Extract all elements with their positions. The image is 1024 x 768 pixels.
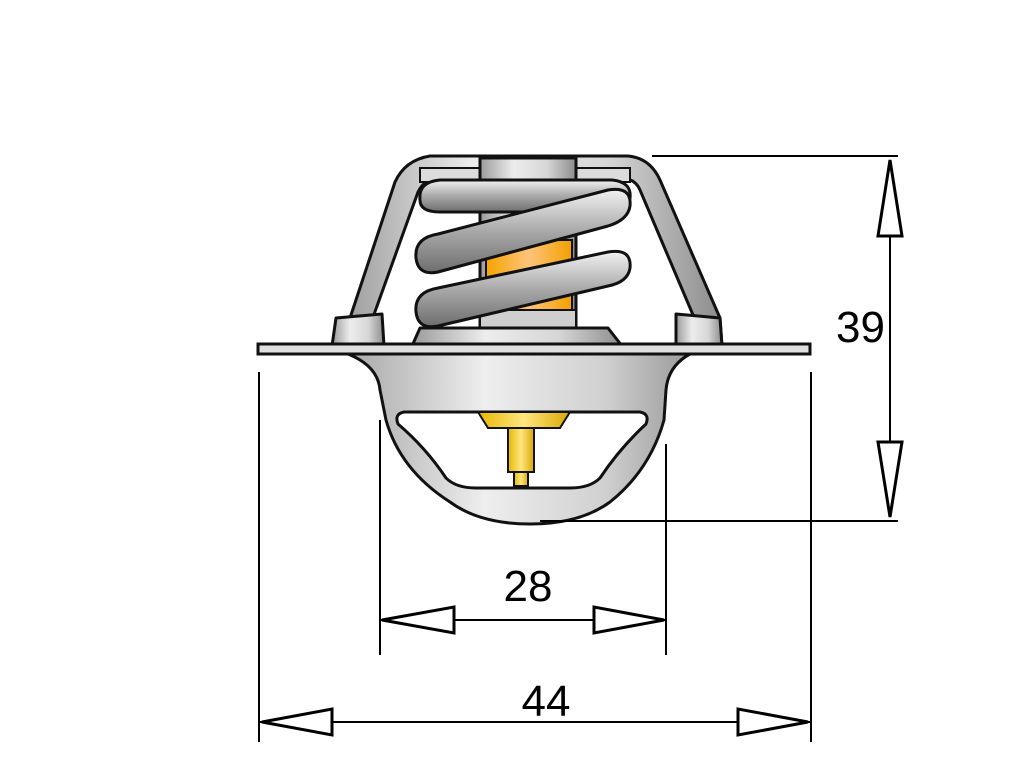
height-arrow-top — [876, 159, 904, 238]
inner-width-dimension: 28 — [380, 562, 666, 635]
outer-width-arrow-right — [736, 707, 809, 737]
lower-cup — [346, 352, 692, 526]
height-dimension: 39 — [836, 159, 904, 518]
outer-width-dimension: 44 — [259, 677, 811, 737]
height-arrow-bottom — [876, 440, 904, 518]
outer-width-arrow-left — [261, 707, 334, 737]
height-label: 39 — [836, 303, 885, 352]
outer-width-label: 44 — [522, 677, 571, 726]
inner-width-label: 28 — [504, 562, 553, 611]
spring — [414, 178, 632, 329]
inner-width-arrow-left — [381, 605, 456, 635]
inner-width-arrow-right — [592, 605, 665, 635]
